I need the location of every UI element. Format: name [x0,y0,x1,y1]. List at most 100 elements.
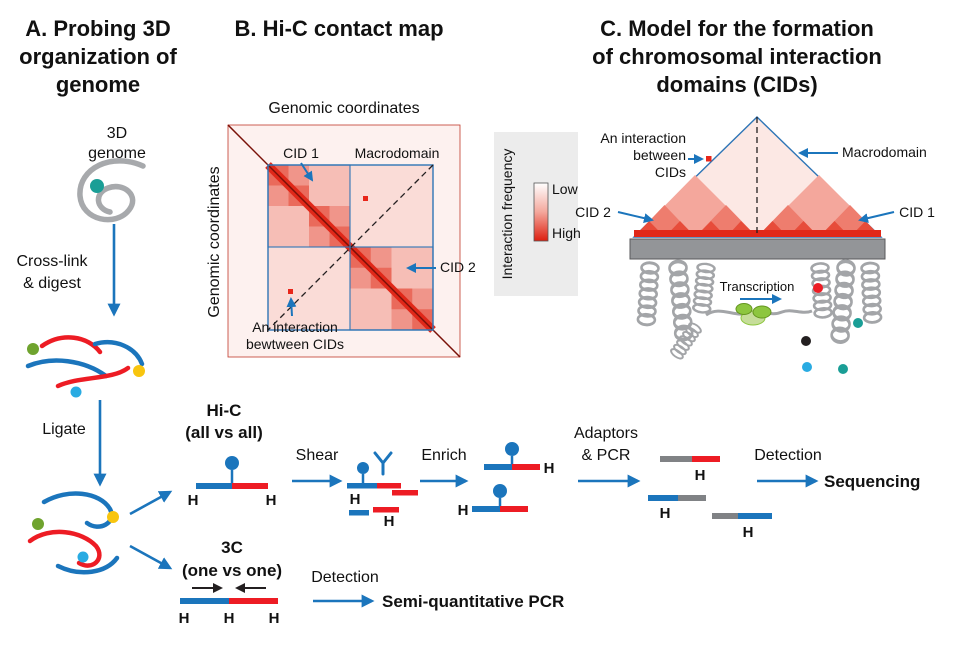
cyan-protein-dot [70,386,82,398]
h-label: H [188,492,199,509]
model-cid1-label: CID 1 [899,204,935,220]
model-triangle [632,116,883,238]
inter-cid-dot [706,156,712,162]
panel-c-title-line2: of chromosomal interaction [592,44,882,69]
red-protein-dot [813,283,823,293]
model-interaction-label-line3: CIDs [655,164,686,180]
model-macrodomain-label: Macrodomain [842,144,927,160]
sheared-fragments: H H [347,451,418,530]
membrane-bar [629,238,886,260]
contact-map [227,124,461,358]
macrodomain-label: Macrodomain [355,145,440,161]
detection-label: Detection [754,447,822,464]
cyan-protein-dot [802,362,812,372]
chromatin-loop [77,158,146,223]
panel-a-title-line2: organization of [19,44,177,69]
y-axis-label: Genomic coordinates [206,166,223,317]
c3-label-line2: (one vs one) [182,561,282,580]
h-label: H [266,492,277,509]
transcription-label: Transcription [720,279,795,294]
green-protein-dot [32,518,44,530]
interaction-label-line2: bewtween CIDs [246,336,344,352]
panel-b: Genomic coordinates Genomic coordinates [206,100,476,358]
cid1-pointer-arrow [300,162,314,182]
h-label: H [179,610,190,627]
diagonal-hot-band [634,230,881,237]
shear-label: Shear [296,447,339,464]
panel-c: An interaction between CIDs Macrodomain … [575,116,935,374]
crosslink-label-line2: & digest [23,275,81,292]
biotin-dot [493,484,507,498]
teal-protein-dot [838,364,848,374]
biotin-dot [225,456,239,470]
ligate-label: Ligate [42,421,86,438]
cid1-label: CID 1 [283,145,319,161]
transcription-region: Transcription [705,279,863,374]
panel-a: 3D genome Cross-link & digest Ligate [16,125,173,575]
adapted-fragments: H H H [648,456,772,541]
adaptors-label-line2: & PCR [582,447,631,464]
inter-cid-dot-lower [288,289,293,294]
hic-junction-fragment: H H [188,456,277,509]
hic-label-line2: (all vs all) [185,423,262,442]
to-hic-arrow [129,490,173,516]
h-label: H [269,610,280,627]
sequencing-label: Sequencing [824,472,920,491]
yellow-protein-dot [107,511,119,523]
enrich-label: Enrich [421,447,466,464]
crosslink-label-line1: Cross-link [16,253,88,270]
black-protein-dot [801,336,811,346]
teal-protein-dot [90,179,104,193]
colorbar-label: Interaction frequency [499,149,515,280]
h-label: H [224,610,235,627]
c3-junction-fragment: H H H [179,583,280,627]
biotin-dot [505,442,519,456]
cid1-outline [267,164,351,248]
detection-3c-label: Detection [311,569,379,586]
c3-workflow: 3C (one vs one) H H H Detection Semi-qua… [179,538,565,627]
h-label: H [350,491,361,508]
panel-a-title-line3: genome [56,72,140,97]
model-interaction-label-line2: between [633,147,686,163]
ligated-fragments [27,491,120,575]
c3-label-line1: 3C [221,538,243,557]
cyan-protein-dot [77,551,89,563]
cid2-label: CID 2 [440,259,476,275]
hic-label-line1: Hi-C [207,401,242,420]
colorbar: Interaction frequency Low High [494,132,581,296]
interaction-label-line1: An interaction [252,319,338,335]
to-3c-arrow [129,544,173,570]
model-cid2-arrow [617,211,654,224]
h-label: H [695,467,706,484]
main-diagonal [227,124,461,358]
colorbar-gradient [533,182,549,242]
digested-fragments [25,335,145,398]
model-cid1-arrow [858,211,895,224]
antibody-icon [373,451,393,476]
polymerase [735,303,753,315]
colorbar-low-label: Low [552,181,579,197]
inter-cid-dot-upper [363,196,368,201]
hic-workflow: Hi-C (all vs all) H H Shear H [185,401,920,541]
green-protein-dot [27,343,39,355]
polymerase [752,305,772,319]
h-label: H [544,460,555,477]
teal-protein-dot [853,318,863,328]
h-label: H [458,502,469,519]
genome-label-line1: 3D [107,125,127,142]
enriched-fragments: H H [458,442,555,519]
interaction-pointer-arrow [286,297,297,317]
colorbar-high-label: High [552,225,581,241]
panel-c-title-line1: C. Model for the formation [600,16,874,41]
panel-b-title: B. Hi-C contact map [234,16,443,41]
panel-a-title-line1: A. Probing 3D [25,16,170,41]
h-label: H [743,524,754,541]
cid2-outline [349,246,434,331]
h-label: H [384,513,395,530]
genome-label-line2: genome [88,145,146,162]
yellow-protein-dot [133,365,145,377]
x-axis-label: Genomic coordinates [268,100,419,117]
panel-c-title-line3: domains (CIDs) [656,72,817,97]
